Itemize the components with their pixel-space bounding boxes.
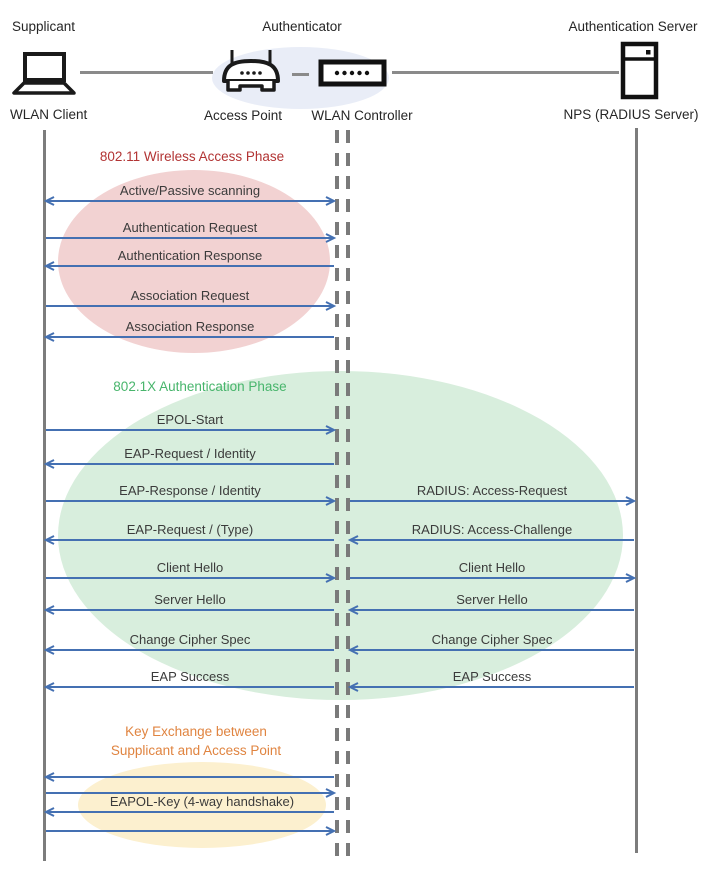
device-label-wlan-client: WLAN Client xyxy=(10,107,88,122)
device-label-access-point: Access Point xyxy=(203,108,283,123)
connector-controller-to-server xyxy=(392,71,619,74)
lifeline-wlan-client xyxy=(43,130,46,861)
message-label: Association Response xyxy=(125,319,255,334)
phase-title-key-exchange: Key Exchange between Supplicant and Acce… xyxy=(56,722,336,760)
message-label: RADIUS: Access-Request xyxy=(416,483,568,498)
role-label-supplicant: Supplicant xyxy=(12,19,76,34)
phase-8021x-ellipse xyxy=(58,371,623,700)
message-label: EAP Success xyxy=(452,669,532,684)
message-label: Server Hello xyxy=(456,592,528,607)
phase-title-80211: 802.11 Wireless Access Phase xyxy=(99,149,285,164)
phase-title-key-exchange-line2: Supplicant and Access Point xyxy=(110,743,282,758)
message-label: RADIUS: Access-Challenge xyxy=(411,522,573,537)
message-label: EPOL-Start xyxy=(156,412,224,427)
message-label: Change Cipher Spec xyxy=(129,632,251,647)
device-label-wlan-controller: WLAN Controller xyxy=(311,108,413,123)
access-point-icon xyxy=(222,50,280,92)
message-label: Client Hello xyxy=(458,560,526,575)
connector-ap-to-controller xyxy=(292,73,309,76)
device-label-nps-radius-server: NPS (RADIUS Server) xyxy=(563,107,699,122)
message-label: EAP-Request / Identity xyxy=(124,446,256,461)
message-label: Association Request xyxy=(130,288,250,303)
message-label: EAPOL-Key (4-way handshake) xyxy=(109,794,295,809)
wlan-controller-icon xyxy=(318,59,387,87)
connector-client-to-ap xyxy=(80,71,213,74)
phase-title-key-exchange-line1: Key Exchange between xyxy=(125,724,267,739)
message-label: EAP-Request / (Type) xyxy=(126,522,254,537)
phase-title-8021x: 802.1X Authentication Phase xyxy=(113,379,287,394)
message-label: Server Hello xyxy=(154,592,226,607)
role-label-authenticator: Authenticator xyxy=(262,19,342,34)
role-label-authentication-server: Authentication Server xyxy=(568,19,698,34)
lifeline-wlan-controller-dashed xyxy=(346,130,350,857)
lifeline-access-point-dashed xyxy=(335,130,339,857)
laptop-icon xyxy=(12,52,76,95)
message-label: EAP Success xyxy=(150,669,230,684)
message-label: Active/Passive scanning xyxy=(119,183,261,198)
message-label: Change Cipher Spec xyxy=(431,632,553,647)
message-label: Authentication Response xyxy=(117,248,263,263)
message-label: Authentication Request xyxy=(122,220,258,235)
lifeline-radius-server xyxy=(635,128,638,853)
server-icon xyxy=(620,41,659,100)
message-label: Client Hello xyxy=(156,560,224,575)
message-label: EAP-Response / Identity xyxy=(119,483,261,498)
